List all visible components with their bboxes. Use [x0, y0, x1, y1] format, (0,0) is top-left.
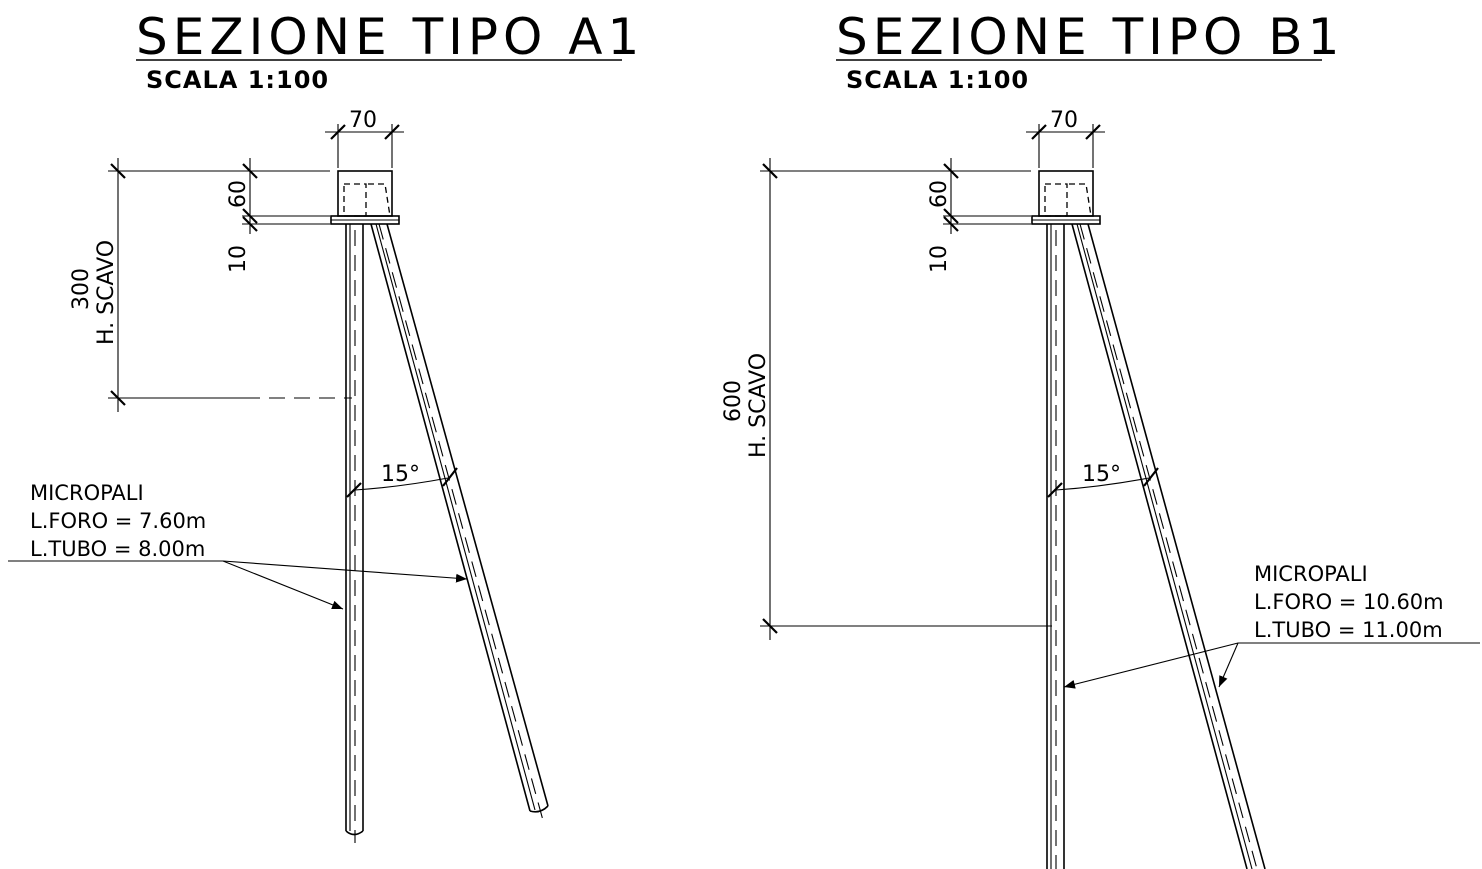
section-a1-leader-inclined — [222, 560, 468, 583]
section-b1-micropile-note: MICROPALI L.FORO = 10.60m L.TUBO = 11.00… — [1063, 562, 1480, 689]
section-b1-cap-width-dimension: 70 — [1026, 108, 1105, 168]
section-b1-inclined-micropile — [1071, 223, 1266, 869]
section-a1-excavation-text: H. SCAVO — [94, 240, 119, 345]
section-a1-angle-label: 15° — [381, 462, 420, 487]
section-b1-angle-dimension: 15° — [1047, 462, 1159, 498]
section-b1: SEZIONE TIPO B1 SCALA 1:100 70 — [721, 8, 1480, 869]
section-a1-excavation-dimension: 300 H. SCAVO — [69, 158, 352, 412]
section-b1-cap-height-label: 60 — [927, 180, 952, 208]
section-a1-cap-height-dimension: 60 10 — [226, 158, 330, 273]
section-b1-note-name: MICROPALI — [1254, 562, 1368, 586]
section-b1-title: SEZIONE TIPO B1 — [836, 8, 1344, 66]
section-b1-leader-vertical — [1063, 642, 1239, 689]
section-b1-excavation-dimension: 600 H. SCAVO — [721, 158, 1052, 640]
section-a1-cap-width-label: 70 — [349, 108, 377, 133]
section-a1-cap-width-dimension: 70 — [325, 108, 404, 168]
section-b1-angle-label: 15° — [1082, 462, 1121, 487]
section-b1-leader-inclined — [1218, 642, 1239, 688]
section-b1-base-thickness-label: 10 — [927, 245, 952, 273]
section-a1-note-name: MICROPALI — [30, 481, 144, 505]
section-a1-base-thickness-label: 10 — [226, 245, 251, 273]
section-a1-note-tubo: L.TUBO = 8.00m — [30, 537, 205, 561]
section-b1-cap-height-dimension: 60 10 — [927, 158, 1031, 273]
section-b1-vertical-micropile — [1046, 224, 1065, 869]
section-a1-scale: SCALA 1:100 — [146, 66, 329, 94]
section-a1-inclined-micropile — [370, 223, 549, 825]
section-a1-micropile-note: MICROPALI L.FORO = 7.60m L.TUBO = 8.00m — [8, 481, 468, 610]
section-b1-scale: SCALA 1:100 — [846, 66, 1029, 94]
section-a1: SEZIONE TIPO A1 SCALA 1:100 70 — [8, 8, 644, 843]
section-a1-cap-height-label: 60 — [226, 180, 251, 208]
section-a1-vertical-micropile — [345, 224, 364, 843]
section-a1-angle-dimension: 15° — [346, 462, 458, 498]
section-a1-note-foro: L.FORO = 7.60m — [30, 509, 206, 533]
section-a1-leader-vertical — [222, 560, 344, 610]
section-a1-excavation-depth-label: 300 — [69, 268, 94, 310]
section-a1-title: SEZIONE TIPO A1 — [136, 8, 644, 66]
section-b1-excavation-text: H. SCAVO — [746, 353, 771, 458]
section-b1-note-tubo: L.TUBO = 11.00m — [1254, 618, 1443, 642]
section-b1-cap-width-label: 70 — [1050, 108, 1078, 133]
section-b1-note-foro: L.FORO = 10.60m — [1254, 590, 1444, 614]
section-b1-excavation-depth-label: 600 — [721, 380, 746, 422]
section-b1-pile-cap — [1031, 170, 1101, 225]
section-a1-pile-cap — [330, 170, 400, 225]
